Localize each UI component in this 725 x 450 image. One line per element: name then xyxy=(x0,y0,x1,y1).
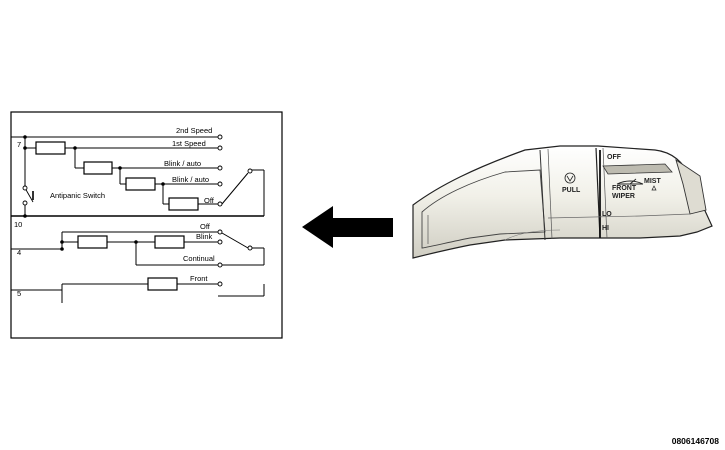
wiper-stalk: PULL FRONT WIPER MIST OFF LO HI xyxy=(412,145,713,259)
resistor-4 xyxy=(168,197,199,211)
junction-dots xyxy=(23,135,165,251)
stalk-pull-label: PULL xyxy=(562,187,581,194)
wiring-schematic xyxy=(10,111,283,339)
stalk-front-label: FRONT xyxy=(612,185,637,192)
label-off-upper: Off xyxy=(204,196,215,205)
schematic-text: 7 10 4 5 2nd Speed 1st Speed Blink / aut… xyxy=(14,126,215,298)
resistor-6 xyxy=(154,235,185,249)
left-arrow-icon xyxy=(302,206,393,248)
label-1st-speed: 1st Speed xyxy=(172,139,206,148)
label-front: Front xyxy=(190,274,208,283)
label-blink-auto-2: Blink / auto xyxy=(172,175,209,184)
resistor-7 xyxy=(147,277,178,291)
resistor-2 xyxy=(83,161,113,175)
label-off-lower: Off xyxy=(200,222,211,231)
mist-triangle-icon xyxy=(651,185,657,191)
resistor-5 xyxy=(77,235,108,249)
label-2nd-speed: 2nd Speed xyxy=(176,126,212,135)
label-blink: Blink xyxy=(196,232,213,241)
pin-7: 7 xyxy=(17,140,21,149)
windshield-wiper-icon xyxy=(616,178,644,185)
pin-5: 5 xyxy=(17,289,21,298)
stalk-off-label: OFF xyxy=(607,154,622,161)
reference-code: 0806146708 xyxy=(671,436,719,446)
label-continual: Continual xyxy=(183,254,215,263)
stalk-lo-label: LO xyxy=(602,211,612,218)
resistor-3 xyxy=(125,177,156,191)
stalk-mist-label: MIST xyxy=(644,178,661,185)
pin-10: 10 xyxy=(14,220,22,229)
resistor-1 xyxy=(35,141,66,155)
label-blink-auto-1: Blink / auto xyxy=(164,159,201,168)
pin-4: 4 xyxy=(17,248,21,257)
washer-spray-icon xyxy=(564,172,576,184)
stalk-hi-label: HI xyxy=(602,225,609,232)
stalk-wiper-label: WIPER xyxy=(612,193,635,200)
label-antipanic-switch: Antipanic Switch xyxy=(50,191,105,200)
schematic-frame xyxy=(10,111,283,339)
terminals xyxy=(22,134,253,287)
